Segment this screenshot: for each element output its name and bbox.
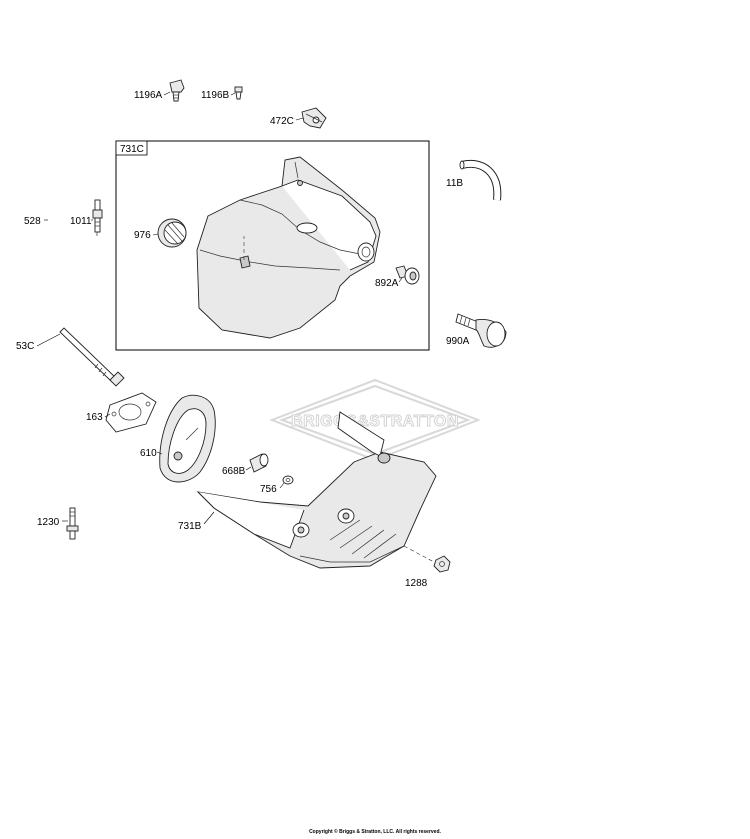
label-731b: 731B — [178, 521, 202, 532]
label-1288: 1288 — [405, 578, 428, 589]
label-756: 756 — [260, 484, 277, 495]
label-668b: 668B — [222, 466, 246, 477]
label-976: 976 — [134, 230, 151, 241]
part-1288-nut[interactable] — [433, 555, 451, 573]
label-472c: 472C — [270, 116, 294, 127]
part-610-muffler[interactable] — [159, 394, 216, 483]
label-1230: 1230 — [37, 517, 60, 528]
part-1196b-screw[interactable] — [234, 86, 243, 100]
copyright-notice: Copyright © Briggs & Stratton, LLC. All … — [309, 829, 441, 835]
part-668b-spacer[interactable] — [249, 453, 269, 473]
part-1196a-screw[interactable] — [169, 79, 185, 102]
part-163-gasket[interactable] — [105, 392, 157, 433]
label-892a: 892A — [375, 278, 399, 289]
label-1011: 1011 — [70, 216, 92, 227]
part-528-fuel-line[interactable] — [46, 196, 54, 239]
part-53c-stud[interactable] — [59, 327, 125, 387]
watermark-text: BRIGGS&STRATTON — [291, 413, 459, 430]
briggs-stratton-watermark: BRIGGS&STRATTON — [269, 378, 481, 462]
label-1196a: 1196A — [134, 90, 163, 101]
label-163: 163 — [86, 412, 103, 423]
group-box-731c — [115, 140, 430, 351]
label-731c: 731C — [120, 144, 144, 155]
part-731c-heat-shield[interactable] — [196, 156, 381, 339]
group-box-731c-tab — [115, 140, 148, 156]
part-756-washer[interactable] — [282, 475, 294, 485]
leader-lines — [36, 91, 435, 563]
part-976-screen[interactable] — [157, 218, 187, 248]
label-990a: 990A — [446, 336, 470, 347]
part-1230-stud[interactable] — [66, 507, 79, 540]
part-892a-connector[interactable] — [395, 265, 420, 285]
part-11b-breather-tube[interactable] — [459, 159, 502, 201]
part-990a-choke-knob[interactable] — [455, 313, 507, 348]
part-472c-clip[interactable] — [301, 107, 327, 129]
label-528: 528 — [24, 216, 41, 227]
part-1011-spark-plug[interactable] — [92, 199, 103, 236]
part-731b-heat-shield[interactable] — [196, 411, 437, 569]
label-53c: 53C — [16, 341, 34, 352]
label-610: 610 — [140, 448, 157, 459]
label-11b: 11B — [446, 178, 463, 189]
label-1196b: 1196B — [201, 90, 230, 101]
